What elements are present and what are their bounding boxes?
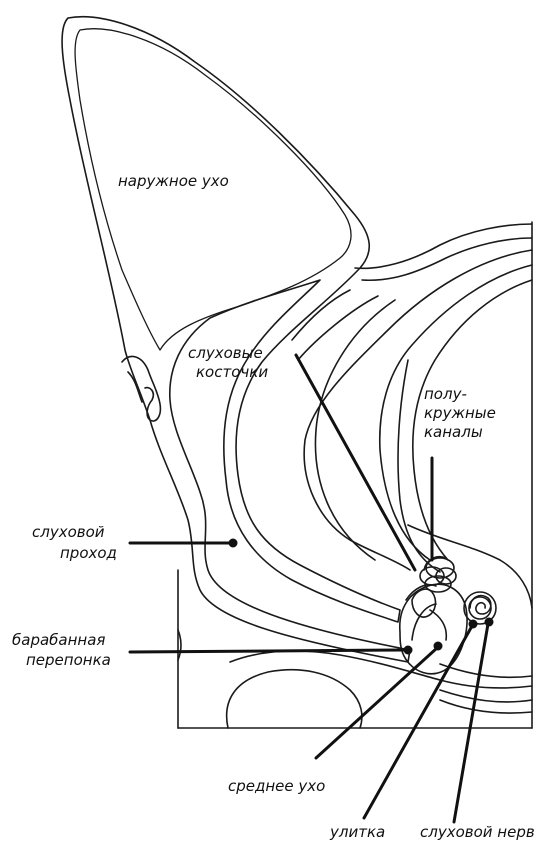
label-eardrum-line2: перепонка (26, 651, 111, 669)
middle-ear-structures (400, 584, 467, 674)
auricle-outline (62, 17, 410, 662)
eardrum-leader (130, 650, 405, 652)
label-semicircular-line3: каналы (424, 423, 483, 441)
cochlea-leader (364, 626, 472, 818)
label-eardrum-line1: барабанная (12, 631, 105, 649)
label-ossicles-line1: слуховые (188, 344, 263, 362)
label-ear-canal-line1: слуховой (32, 523, 105, 541)
label-outer-ear: наружное ухо (118, 172, 229, 190)
label-middle-ear: среднее ухо (228, 777, 325, 795)
middle-ear-leader (316, 648, 437, 758)
label-semicircular-line1: полу- (424, 385, 467, 403)
semicircular-canals (420, 557, 456, 592)
labels: наружное ухо слуховые косточки полу- кру… (12, 172, 535, 841)
eardrum-dot (404, 646, 413, 655)
ossicles-leader (296, 355, 415, 570)
label-ossicles-line2: косточки (196, 363, 268, 381)
label-cochlea: улитка (329, 823, 385, 841)
label-ear-canal-line2: проход (60, 544, 117, 562)
label-semicircular-line2: кружные (424, 404, 496, 422)
middle-ear-dot (434, 642, 443, 651)
cochlea-dot (469, 620, 478, 629)
label-auditory-nerve: слуховой нерв (420, 823, 535, 841)
auditory-nerve-dot (485, 618, 494, 627)
ear-canal-dot (229, 539, 238, 548)
